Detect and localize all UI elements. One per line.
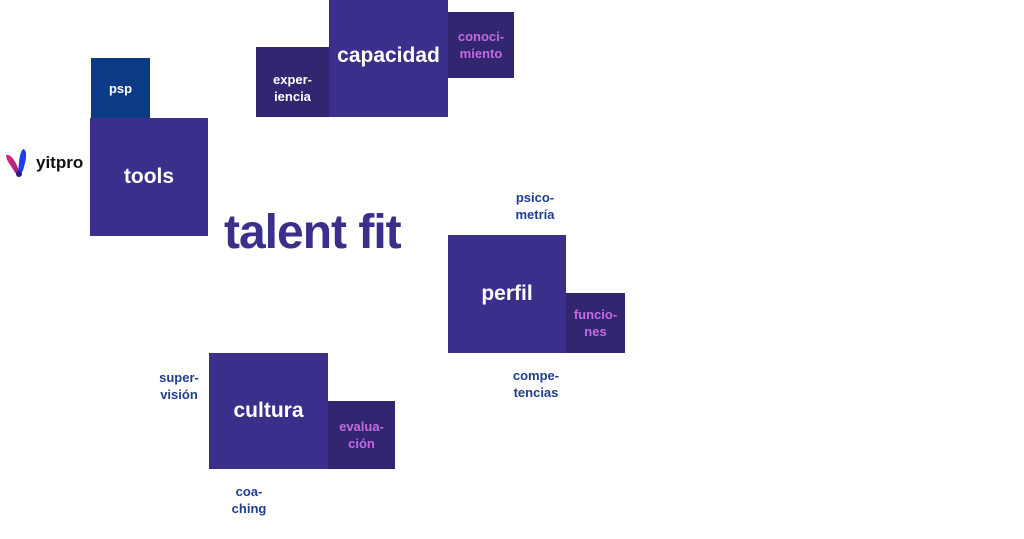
evaluacion-box: evalua- ción <box>328 401 395 469</box>
capacidad-label: capacidad <box>337 43 440 67</box>
competencias-line-1: compe- <box>512 368 560 383</box>
competencias-line-2: tencias <box>513 385 559 400</box>
page-title: talent fit <box>224 206 402 259</box>
supervision-line-1: super- <box>159 370 199 385</box>
conocimiento-box: conoci- miento <box>448 12 514 78</box>
coaching-label: coa- ching <box>218 483 280 517</box>
yitpro-leaf-logo-icon <box>6 149 27 177</box>
psicometria-label: psico- metría <box>500 189 570 223</box>
competencias-label: compe- tencias <box>500 367 572 401</box>
evaluacion-line-1: evalua- <box>339 419 384 434</box>
psicometria-line-2: metría <box>515 207 555 222</box>
cultura-label: cultura <box>233 399 304 422</box>
psp-box: psp <box>91 58 150 118</box>
experiencia-line-1: exper- <box>272 72 313 87</box>
capacidad-box: capacidad <box>329 0 448 117</box>
brand-name: yitpro <box>36 153 84 172</box>
funciones-line-2: nes <box>584 324 607 339</box>
supervision-line-2: visión <box>160 387 198 402</box>
tools-label: tools <box>123 165 175 188</box>
perfil-label: perfil <box>481 282 533 305</box>
experiencia-line-2: iencia <box>274 89 311 104</box>
coaching-line-1: coa- <box>235 484 263 499</box>
evaluacion-line-2: ción <box>348 436 375 451</box>
cultura-box: cultura <box>209 353 328 469</box>
conocimiento-line-1: conoci- <box>457 29 505 44</box>
funciones-box: funcio- nes <box>566 293 625 353</box>
psicometria-line-1: psico- <box>515 190 555 205</box>
funciones-line-1: funcio- <box>573 307 618 322</box>
experiencia-box: exper- iencia <box>256 47 329 117</box>
perfil-box: perfil <box>448 235 566 353</box>
brand-logo: yitpro <box>4 147 83 179</box>
psp-label: psp <box>108 80 133 96</box>
tools-box: tools <box>90 118 208 236</box>
supervision-label: super- visión <box>148 369 210 403</box>
coaching-line-2: ching <box>231 501 267 516</box>
conocimiento-line-2: miento <box>459 46 503 61</box>
